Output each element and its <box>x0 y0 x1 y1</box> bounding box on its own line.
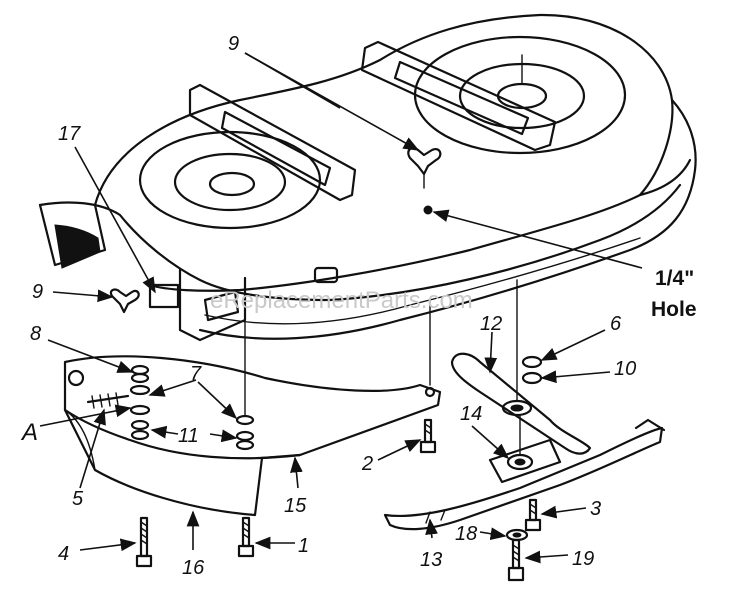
leader-lines <box>39 52 643 564</box>
wing-nut-left <box>109 288 140 314</box>
watermark: eReplacementParts.com <box>210 287 473 314</box>
hardware-stack-left <box>129 364 151 441</box>
mower-deck-housing <box>38 13 697 342</box>
callout-8: 8 <box>30 323 41 345</box>
callout-3: 3 <box>590 498 601 520</box>
stud-a <box>86 392 130 409</box>
callout-19: 19 <box>572 548 594 570</box>
blade-adapter-12 <box>450 279 592 455</box>
hole-note-line1: 1/4" <box>655 267 694 290</box>
callout-13: 13 <box>420 549 442 571</box>
callout-a: A <box>20 419 38 446</box>
callout-10: 10 <box>614 358 636 380</box>
bolt-4 <box>135 516 153 568</box>
callout-11: 11 <box>178 425 199 447</box>
callout-5: 5 <box>72 488 84 510</box>
callout-15: 15 <box>284 495 307 517</box>
callout-9-top: 9 <box>228 33 239 55</box>
callout-16: 16 <box>182 557 205 579</box>
callout-17: 17 <box>58 123 81 145</box>
bolt-2 <box>419 418 437 454</box>
callout-12: 12 <box>480 313 502 335</box>
hole-note-line2: Hole <box>651 298 697 321</box>
hardware-stack-right <box>235 299 255 451</box>
callout-14: 14 <box>460 403 482 425</box>
callout-2: 2 <box>361 453 373 475</box>
callout-1: 1 <box>298 535 309 557</box>
callout-18: 18 <box>455 523 477 545</box>
callout-9-left: 9 <box>32 281 43 303</box>
bolt-1 <box>237 516 255 558</box>
callout-7: 7 <box>190 363 202 385</box>
callout-4: 4 <box>58 543 69 565</box>
bolt-19 <box>507 538 525 582</box>
nut-washer-6-10 <box>521 355 543 385</box>
deflector-shield <box>63 299 442 517</box>
callout-6: 6 <box>610 313 622 335</box>
bolt-3 <box>524 498 542 532</box>
blade-spindle-14 <box>488 414 562 484</box>
washer-18 <box>505 528 529 542</box>
